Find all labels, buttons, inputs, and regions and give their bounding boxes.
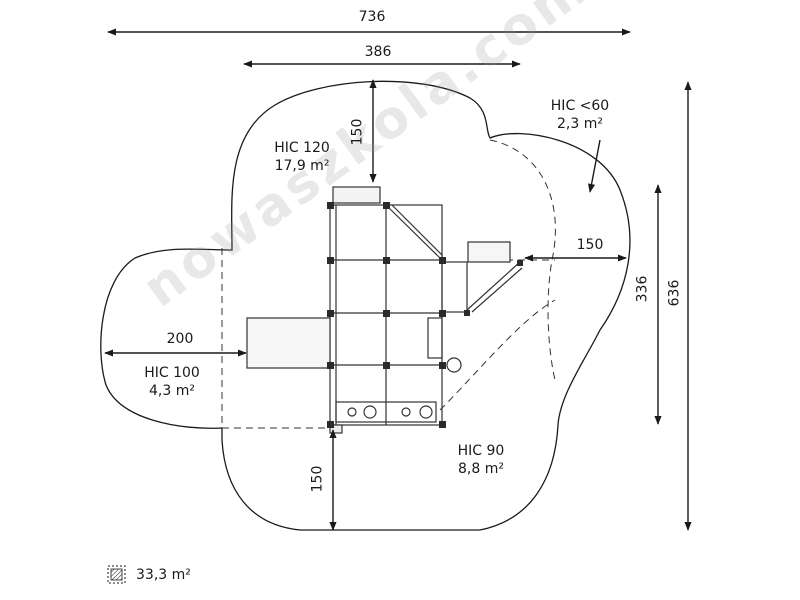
play-structure — [246, 186, 523, 434]
dim-clearance-top-label: 150 — [349, 118, 366, 146]
panel-right — [427, 317, 443, 359]
slide — [246, 317, 331, 369]
hatched-square-icon — [107, 565, 126, 584]
bottom-panel — [335, 401, 437, 423]
dim-clearance-right-label: 150 — [576, 237, 604, 253]
ramp — [385, 204, 443, 262]
zone-hic-120-value: HIC 120 — [274, 140, 330, 156]
wheel — [446, 357, 462, 373]
zone-hic-90-area: 8,8 m² — [458, 461, 504, 477]
dim-total-depth-label: 636 — [666, 279, 683, 307]
zone-hic-60-area: 2,3 m² — [557, 116, 603, 132]
safety-zone-outline — [100, 80, 631, 531]
zone-hic-60-label: HIC <60 2,3 m² — [540, 97, 620, 133]
zone-hic-100-label: HIC 100 4,3 m² — [132, 364, 212, 400]
dim-clearance-bottom-label: 150 — [309, 465, 326, 493]
pointer-hic-60 — [587, 139, 601, 193]
roof-top — [332, 186, 381, 204]
dim-total-width-label: 736 — [358, 9, 386, 25]
side-platform — [441, 261, 468, 313]
slide-chute — [466, 261, 523, 313]
zone-hic-60-value: HIC <60 — [550, 98, 610, 114]
zone-hic-120-area: 17,9 m² — [274, 158, 330, 174]
side-module — [467, 241, 511, 263]
dim-structure-width-label: 386 — [364, 44, 392, 60]
dim-structure-depth-label: 336 — [634, 275, 651, 303]
zone-hic-120-label: HIC 120 17,9 m² — [262, 139, 342, 175]
dimension-lines — [104, 28, 692, 531]
zone-hic-90-label: HIC 90 8,8 m² — [441, 442, 521, 478]
dim-clearance-left-label: 200 — [166, 331, 194, 347]
zone-hic-100-area: 4,3 m² — [149, 383, 195, 399]
structure-posts — [327, 202, 523, 428]
legend-total-area: 33,3 m² — [136, 567, 191, 583]
zone-hic-90-value: HIC 90 — [457, 443, 505, 459]
zone-hic-100-value: HIC 100 — [144, 365, 200, 381]
